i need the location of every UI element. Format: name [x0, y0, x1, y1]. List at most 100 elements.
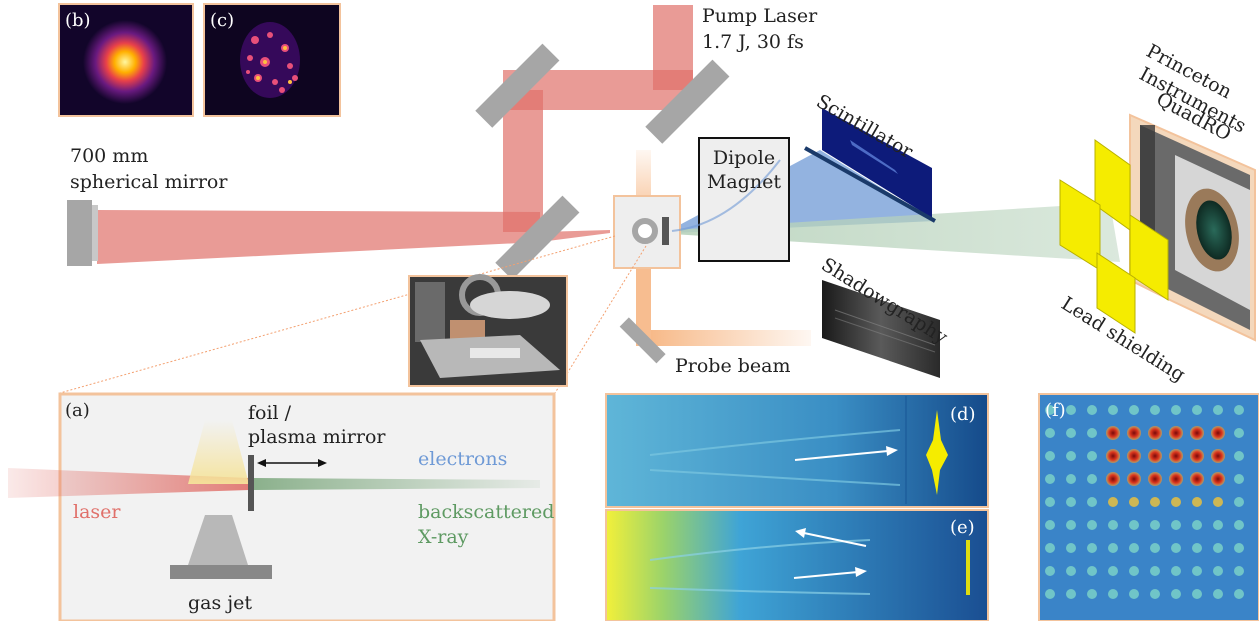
backscattered-label-line1: backscattered: [418, 501, 554, 523]
pump-laser-label-line1: Pump Laser: [702, 5, 818, 27]
panel-f-spot: [1045, 520, 1055, 530]
panel-f-spot: [1108, 405, 1118, 415]
panel-f-spot: [1150, 566, 1160, 576]
panel-f-spot: [1150, 589, 1160, 599]
panel-f-spot: [1066, 589, 1076, 599]
panel-f-spot: [1045, 428, 1055, 438]
panel-f-spot: [1106, 449, 1120, 463]
panel-c-label: (c): [210, 10, 234, 31]
panel-b-label: (b): [65, 10, 91, 31]
turning-mirror-top-left: [475, 43, 560, 128]
scintillator-screen: [804, 108, 936, 223]
panel-f-spot: [1171, 543, 1181, 553]
panel-f-spot: [1129, 520, 1139, 530]
panel-f-spot: [1087, 405, 1097, 415]
panel-a-label: (a): [65, 400, 90, 421]
panel-f-spot: [1148, 426, 1162, 440]
panel-f-spot: [1127, 449, 1141, 463]
panel-f-spot: [1192, 497, 1202, 507]
panel-f-spot: [1169, 426, 1183, 440]
foil-label-line2: plasma mirror: [248, 426, 386, 448]
panel-f-spot: [1066, 405, 1076, 415]
chamber-photo: [408, 274, 568, 387]
panel-f-spot: [1087, 589, 1097, 599]
probe-mirror: [619, 317, 666, 364]
panel-f-spot: [1234, 428, 1244, 438]
mirror-label-line2: spherical mirror: [70, 171, 228, 193]
panel-f-spot: [1150, 497, 1160, 507]
probe-beam-label: Probe beam: [675, 355, 791, 377]
panel-f-spot: [1234, 543, 1244, 553]
panel-f-spot: [1234, 474, 1244, 484]
panel-f-spot: [1129, 589, 1139, 599]
pump-laser-label-line2: 1.7 J, 30 fs: [702, 31, 804, 53]
panel-f-spot: [1234, 520, 1244, 530]
xray-beam: [672, 203, 1120, 262]
panel-f-spot: [1129, 405, 1139, 415]
panel-f-spot: [1087, 497, 1097, 507]
panel-f-spot: [1171, 520, 1181, 530]
dipole-magnet: Dipole Magnet: [671, 137, 790, 262]
panel-f-spot: [1150, 405, 1160, 415]
panel-f-spot: [1045, 474, 1055, 484]
panel-d-shadowgram: (d): [605, 393, 989, 508]
panel-f-spot: [1171, 497, 1181, 507]
panel-f-spot: [1190, 449, 1204, 463]
panel-f-spot: [1066, 520, 1076, 530]
panel-f-spot: [1190, 472, 1204, 486]
panel-f-spot: [1108, 497, 1118, 507]
panel-f-spot: [1192, 543, 1202, 553]
panel-f-spot: [1150, 543, 1160, 553]
panel-f-spot: [1087, 520, 1097, 530]
turning-mirror-bottom: [495, 195, 580, 280]
panel-f-spot: [1106, 426, 1120, 440]
panel-f-spot: [1213, 520, 1223, 530]
panel-f-spot: [1129, 497, 1139, 507]
panel-f-spot: [1211, 426, 1225, 440]
panel-f-spot: [1192, 566, 1202, 576]
electrons-label: electrons: [418, 448, 507, 470]
panel-f-spot: [1234, 589, 1244, 599]
panel-f-spot: [1108, 589, 1118, 599]
panel-f-spot: [1066, 428, 1076, 438]
panel-b-focal-spot: (b): [58, 3, 194, 117]
panel-f-spot: [1087, 428, 1097, 438]
panel-f-spot: [1087, 474, 1097, 484]
panel-f-spot: [1234, 566, 1244, 576]
panel-f-spot-array: [1045, 405, 1244, 599]
panel-e-shadowgram: (e): [605, 509, 989, 621]
panel-f-spot: [1108, 566, 1118, 576]
panel-d-label: (d): [950, 404, 976, 425]
panel-f-spot: [1066, 566, 1076, 576]
panel-f-spot: [1129, 566, 1139, 576]
panel-f-spot: [1213, 566, 1223, 576]
panel-f-spot: [1045, 497, 1055, 507]
panel-f-spot: [1045, 543, 1055, 553]
panel-f-spot: [1066, 497, 1076, 507]
lead-shielding: [1059, 139, 1169, 334]
panel-f-spot: [1087, 543, 1097, 553]
panel-f-spot: [1045, 405, 1055, 415]
panel-f-spot: [1127, 426, 1141, 440]
panel-f-spot: [1045, 451, 1055, 461]
panel-f-spot: [1171, 405, 1181, 415]
panel-c-speckle: (c): [203, 3, 341, 117]
dipole-label-line2: Magnet: [707, 171, 781, 193]
panel-f-spot: [1045, 566, 1055, 576]
panel-f-spot: [1213, 405, 1223, 415]
panel-f-spot: [1066, 474, 1076, 484]
shadowgraphy-image: [822, 280, 940, 378]
panel-f-spot: [1192, 405, 1202, 415]
panel-f-spot: [1087, 566, 1097, 576]
panel-f-spot: [1106, 472, 1120, 486]
panel-f-label: (f): [1045, 400, 1066, 421]
panel-f-spot: [1087, 451, 1097, 461]
panel-f-spot: [1211, 472, 1225, 486]
panel-f-spot: [1169, 472, 1183, 486]
panel-f-spot: [1129, 543, 1139, 553]
panel-f-spot: [1211, 449, 1225, 463]
gas-jet-label: gas jet: [188, 592, 252, 614]
foil-label-line1: foil /: [248, 402, 292, 424]
panel-f-spot: [1108, 520, 1118, 530]
